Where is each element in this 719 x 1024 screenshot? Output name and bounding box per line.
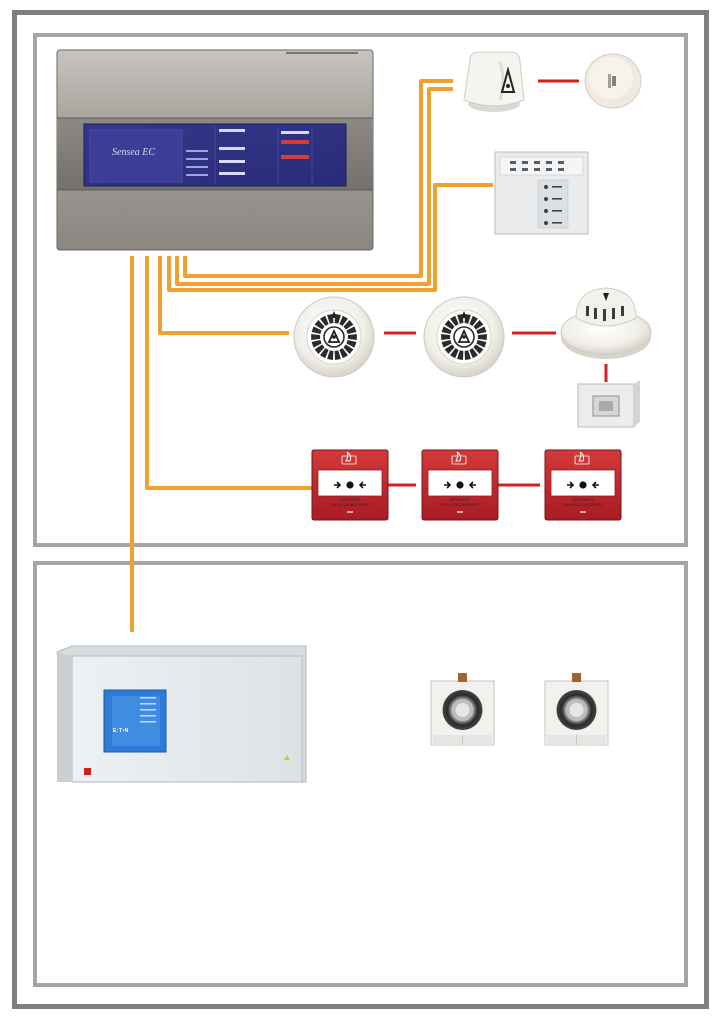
callpoint-1-subtitle-2: EN CAS DE NECESSITE <box>331 503 369 507</box>
cable-to-sounders-2 <box>175 87 453 286</box>
callpoint-2-title: ALARME INCENDIE <box>439 471 481 476</box>
panel-led-column-1 <box>219 129 245 175</box>
sounder-beacon-icon <box>463 51 525 112</box>
outer-frame <box>12 10 709 1009</box>
cable-to-sounders <box>183 79 453 278</box>
power-unit-button <box>84 768 91 775</box>
control-panel <box>56 49 374 251</box>
repeater-panel-icon <box>494 151 589 235</box>
smoke-detector-icon-1 <box>293 296 375 378</box>
callpoint-1-subtitle-1: APPUYER ICI <box>339 498 361 502</box>
power-supply-cabinet <box>56 645 307 783</box>
device-links <box>384 79 608 487</box>
callpoint-3-subtitle-1: APPUYER ICI <box>572 498 594 502</box>
manual-call-point-1 <box>311 449 389 521</box>
upper-section-panel <box>33 33 688 547</box>
callpoint-3-subtitle-2: EN CAS DE NECESSITE <box>564 503 602 507</box>
cable-to-detectors <box>158 256 289 335</box>
control-panel-brand: Sensea EC <box>112 147 156 158</box>
callpoint-2-subtitle-2: EN CAS DE NECESSITE <box>441 503 479 507</box>
power-unit-logo: E:T•N <box>113 728 129 734</box>
smoke-detector-icon-2 <box>423 296 505 378</box>
callpoint-3-title: ALARME INCENDIE <box>562 471 604 476</box>
callpoint-1-title: ALARME INCENDIE <box>329 471 371 476</box>
remote-indicator-icon <box>577 380 640 428</box>
wall-sounder-icon <box>584 53 642 109</box>
manual-call-point-2 <box>421 449 499 521</box>
panel-vents <box>286 52 358 54</box>
panel-led-column-2 <box>281 131 309 159</box>
lower-section-panel <box>33 561 688 987</box>
door-holder-magnet-2 <box>544 672 609 746</box>
manual-call-point-3 <box>544 449 622 521</box>
heat-detector-icon <box>560 287 652 359</box>
callpoint-2-subtitle-1: APPUYER ICI <box>449 498 471 502</box>
cable-to-repeater <box>167 183 493 292</box>
cable-to-callpoints <box>145 256 312 490</box>
door-holder-magnet-1 <box>430 672 495 746</box>
bus-cables <box>130 79 493 632</box>
